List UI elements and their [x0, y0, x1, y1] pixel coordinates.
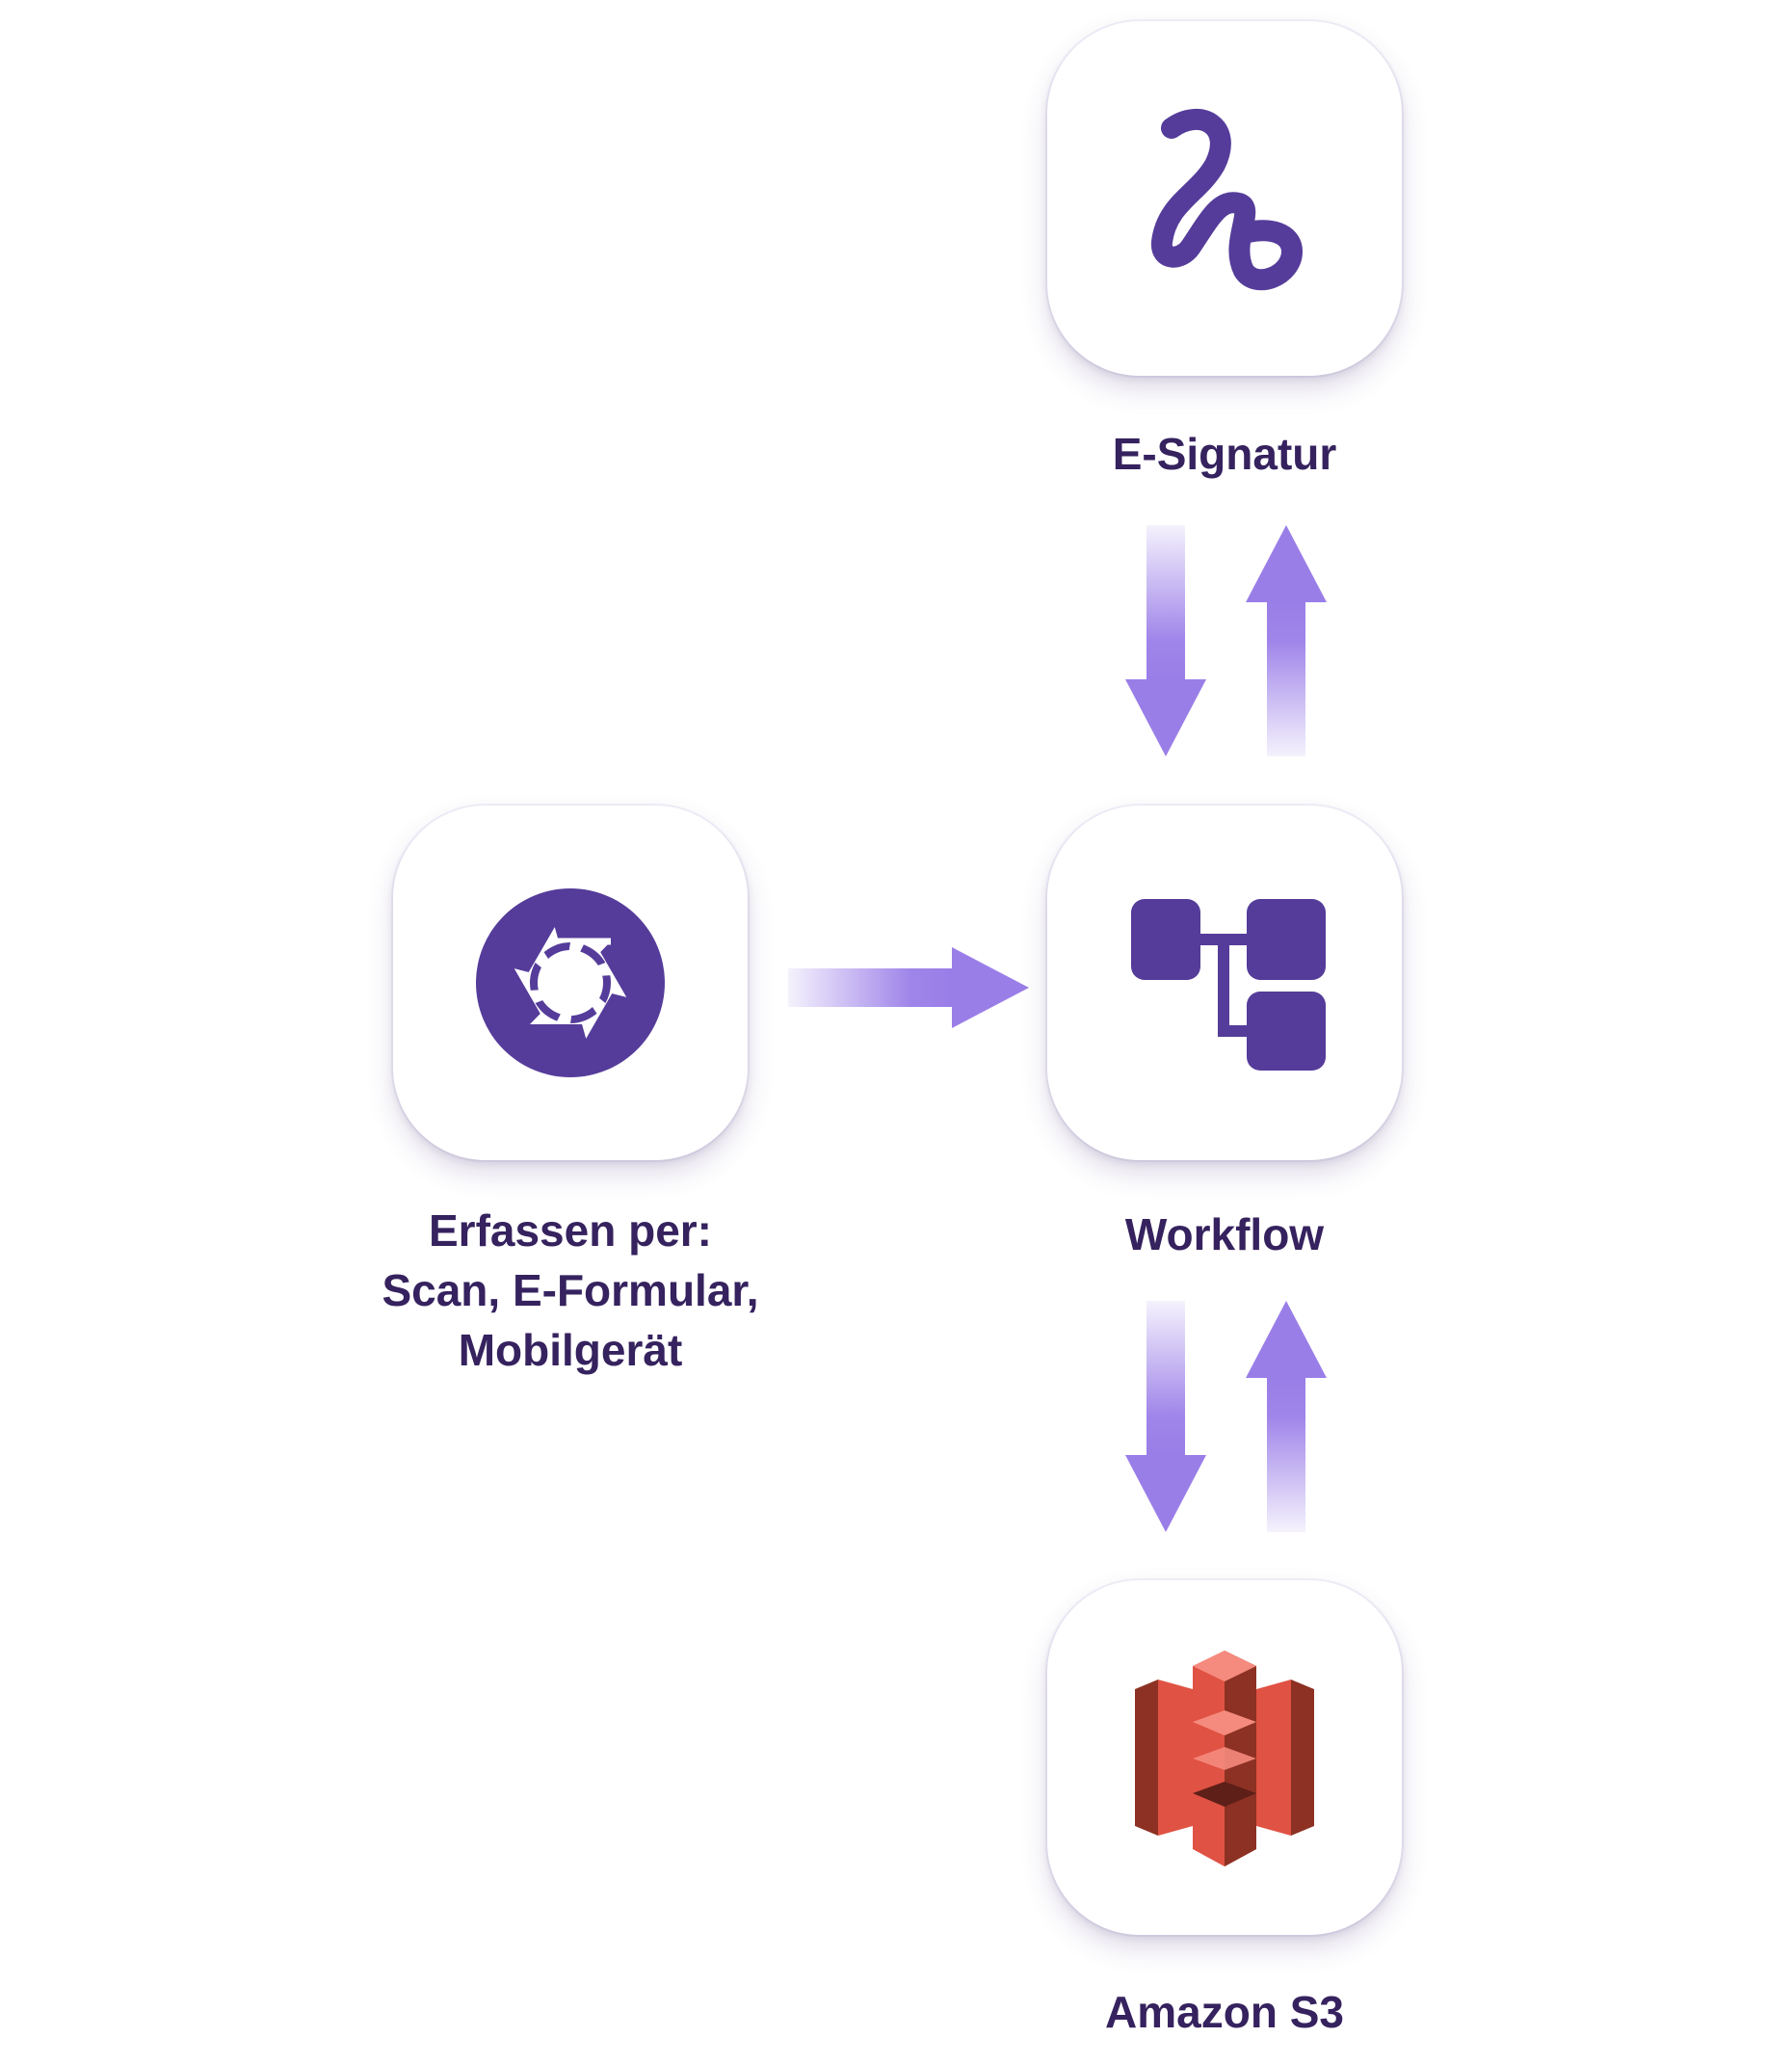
arrow-s3-to-workflow	[1246, 1301, 1327, 1532]
esignatur-node	[1047, 21, 1402, 376]
camera-shutter-icon	[476, 888, 665, 1077]
arrow-capture-to-workflow	[788, 947, 1029, 1028]
esignatur-label: E-Signatur	[1112, 429, 1337, 479]
arrow-workflow-to-esignatur	[1246, 525, 1327, 756]
amazon-s3-bucket-icon	[1135, 1651, 1314, 1866]
s3-node	[1047, 1580, 1402, 1935]
arrow-esignatur-to-workflow	[1125, 525, 1206, 756]
capture-label-line-1: Erfassen per:	[428, 1205, 712, 1256]
signature-squiggle-icon	[1151, 109, 1303, 291]
capture-node	[393, 806, 748, 1160]
workflow-tree-icon	[1131, 899, 1326, 1071]
capture-label-line-3: Mobilgerät	[458, 1325, 683, 1375]
capture-label-line-2: Scan, E-Formular,	[382, 1265, 759, 1315]
capture-label: Erfassen per: Scan, E-Formular, Mobilger…	[328, 1201, 813, 1380]
arrow-workflow-to-s3	[1125, 1301, 1206, 1532]
s3-label: Amazon S3	[1105, 1987, 1344, 2037]
workflow-label: Workflow	[1124, 1209, 1325, 1259]
workflow-node	[1047, 806, 1402, 1160]
